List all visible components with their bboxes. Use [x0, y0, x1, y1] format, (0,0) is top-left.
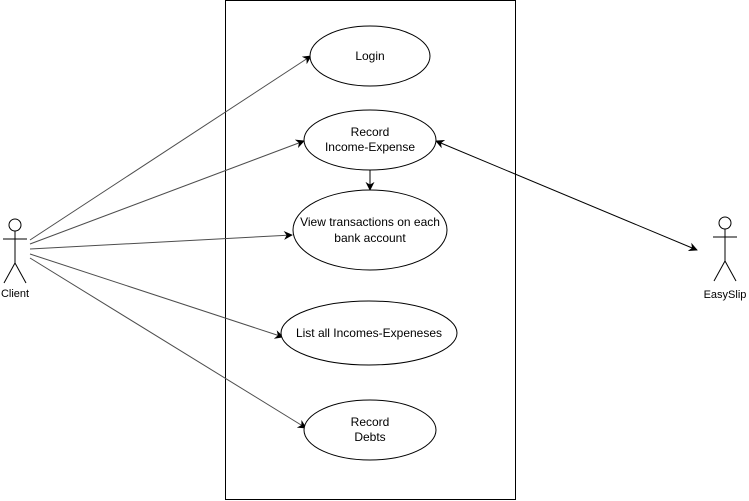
use-case-list-incomes-expenses: List all Incomes-Expeneses — [280, 300, 458, 366]
actor-easyslip-label: EasySlip — [704, 289, 747, 301]
use-case-record-debts-label-1: Record — [351, 415, 390, 429]
use-case-list-incomes-expenses-label: List all Incomes-Expeneses — [296, 326, 442, 340]
use-case-record-debts-label-2: Debts — [354, 430, 385, 444]
assoc-client-record-debts — [29, 257, 307, 429]
assoc-client-login — [29, 55, 312, 241]
actor-easyslip-figure-icon — [713, 216, 737, 282]
use-case-record-income-expense-label-2: Income-Expense — [325, 140, 415, 154]
assoc-client-record-income-expense — [29, 139, 305, 245]
assoc-client-view-transactions — [29, 230, 293, 250]
use-case-record-income-expense-label-1: Record — [351, 125, 390, 139]
use-case-login-label: Login — [355, 49, 384, 63]
actor-client-label: Client — [1, 288, 29, 300]
use-case-record-income-expense: Record Income-Expense — [303, 109, 437, 171]
use-case-login: Login — [309, 25, 431, 87]
actor-easyslip: EasySlip — [704, 216, 747, 301]
use-case-view-transactions-label-1: View transactions on each — [300, 215, 440, 229]
use-case-view-transactions: View transactions on each bank account — [292, 189, 448, 271]
assoc-record-income-expense-easyslip — [435, 139, 698, 252]
use-case-view-transactions-label-2: bank account — [334, 231, 406, 245]
actor-client: Client — [1, 218, 29, 300]
actor-client-figure-icon — [3, 218, 27, 284]
use-case-record-debts: Record Debts — [303, 399, 437, 461]
assoc-client-list-incomes-expenses — [29, 253, 284, 339]
